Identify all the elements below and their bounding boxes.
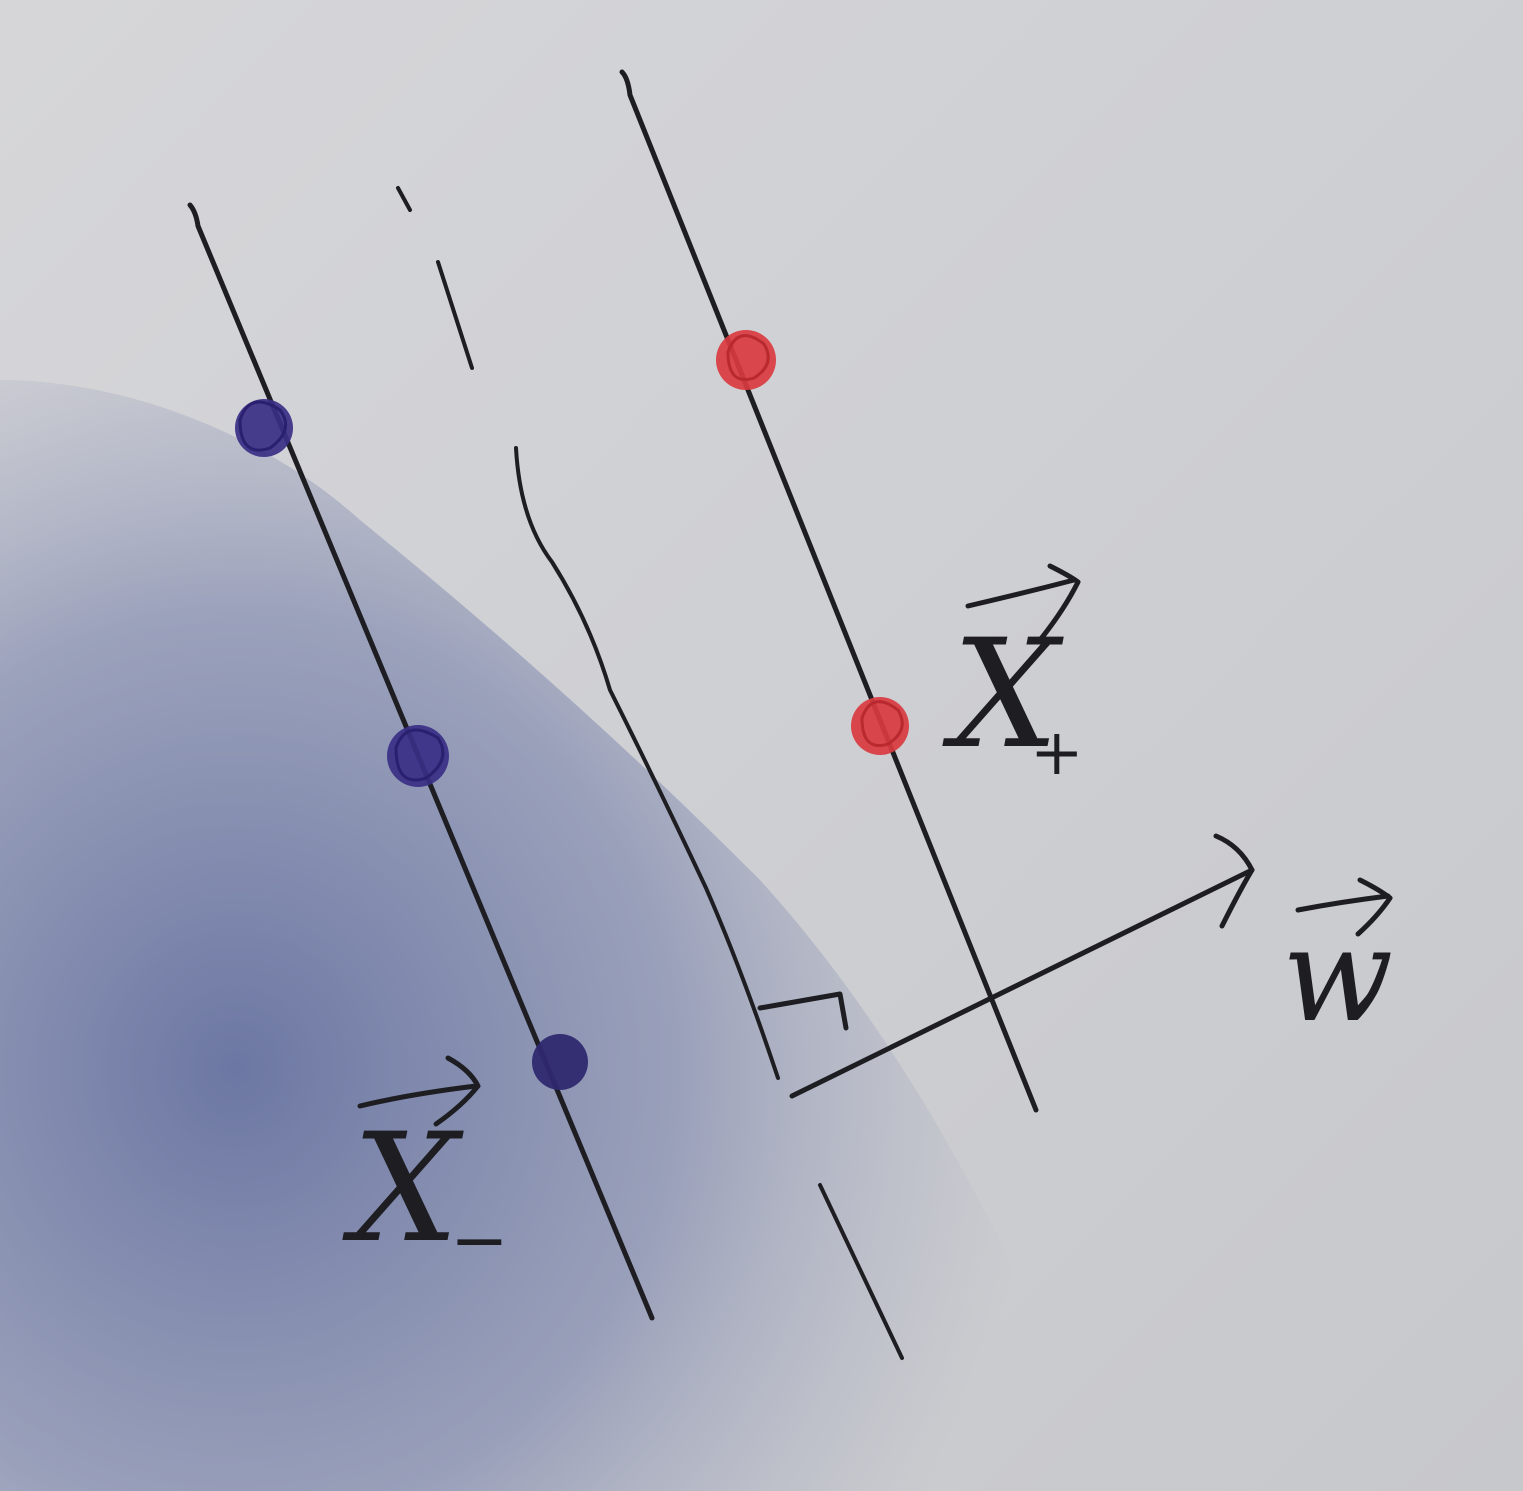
positive-margin-line bbox=[619, 69, 1039, 1113]
positive-point bbox=[716, 330, 776, 390]
vector-arrow-icon bbox=[1295, 877, 1393, 937]
vector-arrow-icon bbox=[357, 1055, 481, 1127]
x-minus-subscript: − bbox=[450, 1199, 509, 1281]
vector-arrow-icon bbox=[965, 563, 1081, 643]
negative-point bbox=[235, 399, 293, 457]
shadow-region bbox=[0, 380, 1070, 1491]
negative-points bbox=[235, 399, 588, 1090]
w-label: w bbox=[1282, 877, 1393, 1051]
x-plus-subscript: + bbox=[1030, 716, 1084, 790]
positive-point bbox=[851, 697, 909, 755]
negative-point bbox=[532, 1034, 588, 1090]
decision-boundary-dashed-line bbox=[396, 186, 904, 1360]
w-vector-arrow bbox=[789, 833, 1255, 1099]
right-angle-marker bbox=[757, 991, 849, 1031]
negative-margin-line bbox=[187, 202, 655, 1321]
x-minus-text: X bbox=[342, 1102, 464, 1276]
x-plus-text: X bbox=[942, 608, 1064, 782]
negative-point bbox=[387, 725, 449, 787]
positive-points bbox=[716, 330, 909, 755]
x-plus-label: X + bbox=[942, 563, 1084, 790]
x-minus-label: X − bbox=[342, 1055, 509, 1281]
w-text: w bbox=[1282, 899, 1393, 1051]
